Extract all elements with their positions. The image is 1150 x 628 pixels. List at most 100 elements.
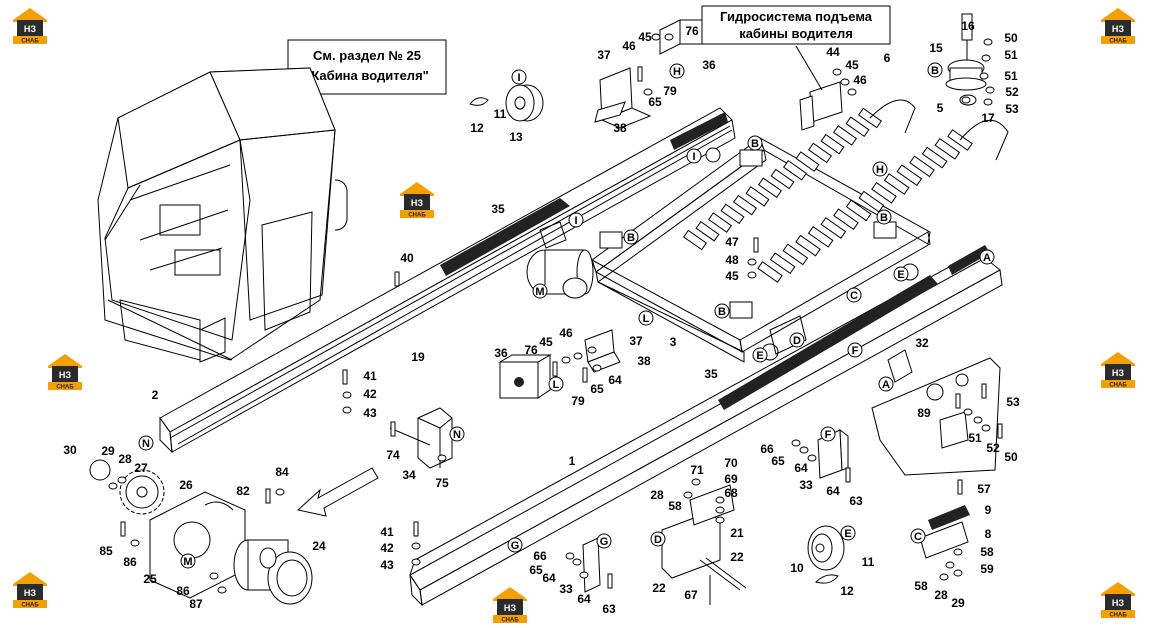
logo-text: НЗ — [24, 588, 36, 598]
part-number-64: 64 — [794, 461, 808, 475]
washer — [807, 454, 817, 462]
bracket-32 — [871, 349, 1001, 476]
part-number-43: 43 — [380, 558, 394, 572]
callout-c: C — [846, 287, 862, 303]
svg-text:H: H — [876, 164, 884, 176]
callout-f: F — [820, 426, 836, 442]
washer — [691, 478, 701, 486]
part-number-11: 11 — [862, 555, 875, 569]
part-number-65: 65 — [771, 454, 785, 468]
washer — [130, 539, 140, 547]
svg-text:H: H — [673, 66, 681, 78]
part-number-22: 22 — [730, 550, 744, 564]
bolt — [120, 521, 126, 537]
svg-text:D: D — [654, 534, 662, 546]
svg-text:M: M — [535, 286, 544, 298]
washer — [961, 96, 971, 104]
washer — [715, 496, 725, 504]
callout-a: A — [979, 249, 995, 265]
part-number-58: 58 — [668, 499, 682, 513]
part-number-21: 21 — [730, 526, 744, 540]
washer — [747, 271, 757, 279]
part-number-65: 65 — [529, 563, 543, 577]
washer — [832, 68, 842, 76]
part-number-66: 66 — [760, 442, 774, 456]
svg-text:C: C — [914, 531, 922, 543]
washer — [342, 391, 352, 399]
bolt — [997, 423, 1003, 439]
svg-text:L: L — [553, 379, 560, 391]
svg-text:G: G — [600, 536, 609, 548]
washer — [217, 586, 227, 594]
callout-b: B — [623, 229, 639, 245]
part-number-16: 16 — [961, 19, 975, 33]
callout-d: D — [650, 531, 666, 547]
part-number-13: 13 — [509, 130, 523, 144]
washer — [973, 416, 983, 424]
part-number-6: 6 — [884, 51, 891, 65]
washer — [411, 542, 421, 550]
callout-l: L — [548, 376, 564, 392]
driver-cab — [97, 67, 348, 363]
part-number-38: 38 — [637, 354, 651, 368]
washer — [945, 561, 955, 569]
part-number-30: 30 — [63, 443, 77, 457]
washer — [664, 33, 674, 41]
cable-chain-6 — [682, 99, 916, 251]
svg-text:C: C — [850, 290, 858, 302]
part-number-19: 19 — [411, 350, 425, 364]
part-number-29: 29 — [951, 596, 965, 610]
note-cab-section: См. раздел № 25 "Кабина водителя" — [287, 39, 447, 95]
roller-13 — [469, 84, 544, 122]
callout-a: A — [878, 376, 894, 392]
svg-text:B: B — [880, 212, 888, 224]
part-number-46: 46 — [622, 39, 636, 53]
cab-support-frame — [591, 136, 931, 363]
washer — [981, 424, 991, 432]
logo-subtext: СНАБ — [21, 603, 39, 609]
washer — [572, 558, 582, 566]
svg-text:E: E — [844, 528, 851, 540]
part-number-53: 53 — [1005, 102, 1019, 116]
part-number-1: 1 — [569, 454, 576, 468]
part-number-86: 86 — [176, 584, 190, 598]
washer — [799, 446, 809, 454]
washer — [437, 454, 447, 462]
callout-g: G — [507, 537, 523, 553]
part-number-9: 9 — [985, 503, 992, 517]
part-number-51: 51 — [968, 431, 982, 445]
part-number-64: 64 — [826, 484, 840, 498]
part-number-63: 63 — [849, 494, 863, 508]
part-number-45: 45 — [725, 269, 739, 283]
drive-motor-24 — [233, 539, 313, 605]
part-number-44: 44 — [826, 45, 840, 59]
part-number-3: 3 — [670, 335, 677, 349]
fasteners — [108, 33, 1003, 594]
bolt — [637, 66, 643, 82]
washer — [561, 356, 571, 364]
svg-text:G: G — [511, 540, 520, 552]
part-number-58: 58 — [980, 545, 994, 559]
washer — [953, 569, 963, 577]
part-number-15: 15 — [929, 41, 943, 55]
drive-motor-upper — [526, 249, 594, 299]
washer — [983, 98, 993, 106]
svg-text:I: I — [692, 151, 695, 163]
logo-subtext: СНАБ — [1109, 613, 1127, 619]
svg-text:M: M — [183, 556, 192, 568]
part-number-87: 87 — [189, 597, 203, 611]
bolt — [582, 367, 588, 383]
frame-rail-upper — [159, 107, 736, 454]
logo-text: НЗ — [1112, 24, 1124, 34]
part-number-82: 82 — [236, 484, 250, 498]
part-number-67: 67 — [684, 588, 698, 602]
part-number-59: 59 — [980, 562, 994, 576]
part-number-50: 50 — [1004, 31, 1018, 45]
bolt — [342, 369, 348, 385]
part-number-41: 41 — [363, 369, 377, 383]
part-number-70: 70 — [724, 456, 738, 470]
washer — [981, 54, 991, 62]
